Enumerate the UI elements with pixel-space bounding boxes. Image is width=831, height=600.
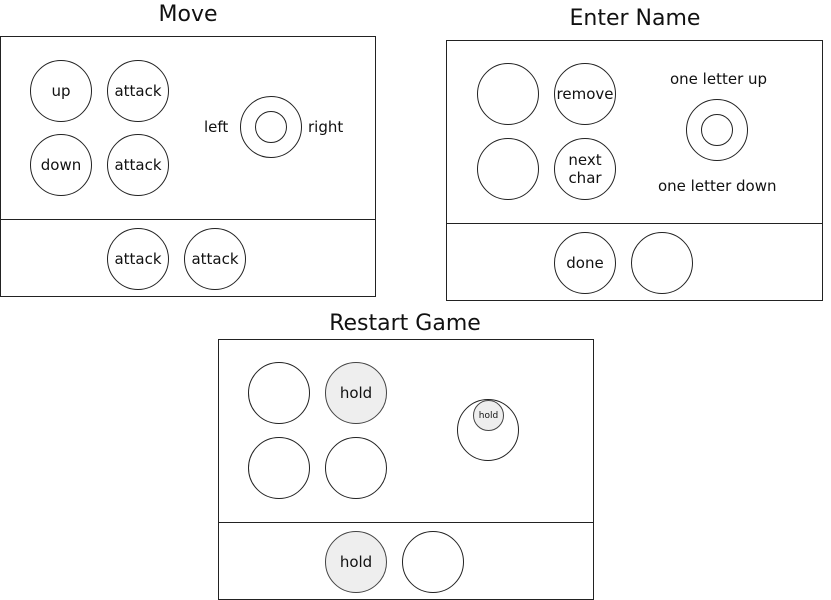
hold-button-bottom[interactable]: hold [325,531,387,593]
remove-button[interactable]: remove [554,63,616,125]
next-char-button-label-line1: next [568,151,602,169]
attack-button-middle-label: attack [114,156,162,174]
remove-button-label: remove [556,85,614,103]
enter-name-panel-divider [446,223,823,224]
attack-button-bottom-right[interactable]: attack [184,228,246,290]
attack-button-middle[interactable]: attack [107,134,169,196]
move-panel-divider [0,219,376,220]
hold-button-top[interactable]: hold [325,362,387,424]
enter-name-joystick-knob[interactable] [701,114,733,146]
next-char-button[interactable]: next char [554,138,616,200]
up-button[interactable]: up [30,60,92,122]
move-joystick-knob[interactable] [255,111,287,143]
attack-button-bottom-left-label: attack [114,250,162,268]
hold-button-bottom-label: hold [339,553,373,571]
blank-button-bottom[interactable] [631,232,693,294]
done-button[interactable]: done [554,232,616,294]
restart-game-title: Restart Game [329,311,481,336]
blank-button-top[interactable] [477,63,539,125]
one-letter-down-label: one letter down [658,177,777,195]
up-button-label: up [51,82,71,100]
attack-button-top[interactable]: attack [107,60,169,122]
restart-game-panel-divider [218,522,594,523]
stick-left-label: left [204,118,229,136]
stick-right-label: right [308,118,344,136]
hold-button-top-label: hold [339,384,373,402]
restart-joystick-hold-label: hold [478,410,499,421]
down-button[interactable]: down [30,134,92,196]
enter-name-title: Enter Name [569,6,701,31]
move-title: Move [158,2,218,27]
attack-button-top-label: attack [114,82,162,100]
next-char-button-label-line2: char [568,169,602,187]
restart-blank-button-top[interactable] [248,362,310,424]
attack-button-bottom-left[interactable]: attack [107,228,169,290]
attack-button-bottom-right-label: attack [191,250,239,268]
restart-blank-button-bottom[interactable] [402,531,464,593]
one-letter-up-label: one letter up [670,70,768,88]
restart-blank-button-middle-left[interactable] [248,437,310,499]
down-button-label: down [40,156,82,174]
blank-button-middle[interactable] [477,138,539,200]
restart-blank-button-middle-right[interactable] [325,437,387,499]
restart-joystick-knob-hold[interactable]: hold [473,400,504,431]
done-button-label: done [566,254,604,272]
